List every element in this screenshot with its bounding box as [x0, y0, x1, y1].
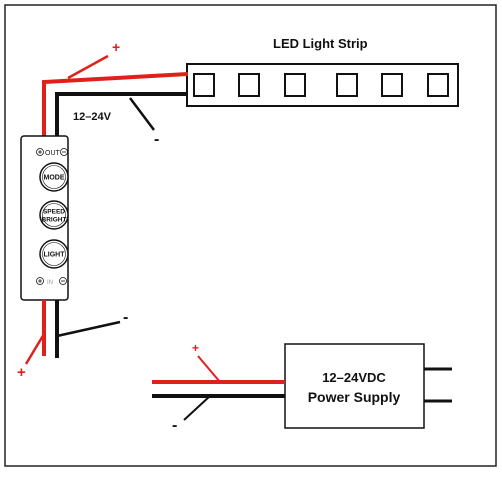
- strip-positive-wire: [42, 72, 189, 140]
- controller-in-label: IN: [47, 280, 53, 286]
- input-minus-sign: -: [123, 309, 128, 326]
- light-button[interactable]: LIGHT: [39, 239, 69, 269]
- mode-button[interactable]: MODE: [39, 162, 69, 192]
- input-positive-lead: [24, 333, 46, 365]
- controller-button-label: SPEED: [43, 209, 65, 216]
- led-group: [193, 73, 449, 97]
- strip-positive-lead: [67, 54, 109, 80]
- led-chip: [193, 73, 215, 97]
- input-plus-sign: +: [17, 364, 26, 381]
- psu-minus-sign: -: [172, 417, 177, 434]
- controller-button-label: LIGHT: [44, 252, 66, 259]
- psu-positive-lead: [197, 355, 221, 383]
- led-chip: [381, 73, 403, 97]
- strip-negative-wire: [55, 92, 188, 140]
- in-indicator: IN: [36, 277, 67, 286]
- controller-button-label: MODE: [44, 175, 65, 182]
- led-chip: [336, 73, 358, 97]
- controller-voltage-label: 12–24V: [73, 111, 112, 123]
- led-strip-body: [186, 63, 459, 107]
- led-chip: [284, 73, 306, 97]
- led-chip: [238, 73, 260, 97]
- input-negative-lead: [56, 320, 121, 338]
- power-supply-label: Power Supply: [308, 389, 401, 405]
- strip-title: LED Light Strip: [273, 36, 368, 51]
- strip-minus-sign: -: [154, 131, 159, 148]
- power-supply-voltage: 12–24VDC: [322, 370, 386, 385]
- strip-negative-lead: [129, 97, 155, 131]
- controller-button-label: BRIGHT: [42, 217, 67, 224]
- led-chip: [427, 73, 449, 97]
- psu-negative-lead: [183, 395, 211, 421]
- psu-plus-sign: +: [192, 341, 199, 355]
- out-indicator: OUT: [36, 148, 68, 157]
- diagram-frame: [4, 4, 497, 467]
- controller-out-label: OUT: [45, 150, 61, 157]
- strip-plus-sign: +: [112, 39, 120, 55]
- power-supply-body: [284, 343, 425, 429]
